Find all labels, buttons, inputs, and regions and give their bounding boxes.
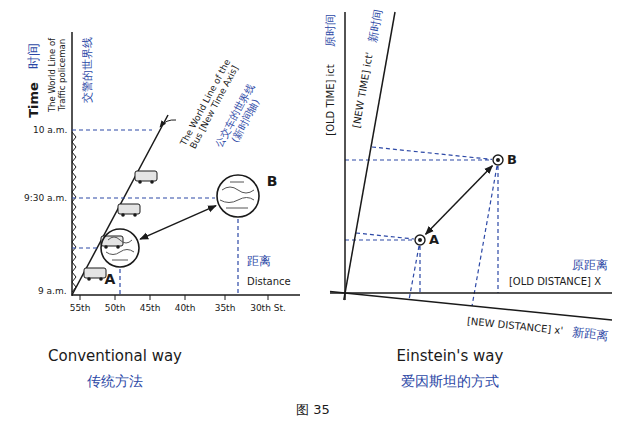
axis-label: 新时间 — [367, 8, 386, 45]
bus-wheel — [116, 245, 120, 249]
time-tick: 9 a.m. — [37, 286, 68, 296]
new-time-axis — [344, 12, 395, 300]
event-letter: B — [267, 174, 278, 189]
bus-wheel — [138, 180, 142, 184]
separation-arrow — [140, 206, 216, 239]
event-dot — [496, 158, 500, 162]
crowd-scribble — [220, 182, 254, 208]
event-ring — [101, 229, 139, 267]
event-outline — [100, 228, 140, 268]
time-axis — [71, 32, 73, 296]
bus-world-line — [72, 115, 168, 295]
street-tick: 40th — [174, 303, 197, 313]
world-line-label: 交警的世界线 — [82, 36, 95, 104]
event-circle: A — [100, 228, 140, 268]
street-tick: 35th — [214, 303, 237, 313]
street-tick: 55th — [69, 303, 92, 313]
distance-label: 距离 — [246, 255, 272, 269]
street-tick: 30th St. — [249, 303, 287, 313]
axis-label: [OLD TIME] ict — [325, 63, 337, 137]
event-letter: B — [507, 153, 517, 167]
old-time-axis — [344, 12, 346, 300]
distance-axis — [72, 294, 300, 296]
street-ticks — [80, 295, 268, 300]
axis-label: 新距离 — [570, 326, 609, 344]
event-dot — [418, 238, 422, 242]
axis-label: 原时间 — [325, 13, 338, 48]
axis-label: [NEW TIME] ict' — [350, 50, 375, 130]
bus-wheel — [104, 245, 108, 249]
event-ring — [493, 155, 503, 165]
panel-heading: 爱因斯坦的方式 — [400, 373, 500, 389]
event-ring — [217, 175, 259, 217]
old-distance-axis — [330, 292, 612, 294]
street-tick: 45th — [139, 303, 162, 313]
world-line-label: The World Line of Traffic policeman — [48, 27, 68, 124]
time-tick: 9:30 a.m. — [23, 193, 68, 203]
panel-heading: 传统方法 — [86, 373, 144, 389]
axis-title: 时间 — [27, 42, 42, 70]
event-circle: A — [414, 234, 426, 246]
event-circle: B — [216, 174, 260, 218]
axis-label: [OLD DISTANCE] X — [508, 276, 602, 288]
crowd-scribble — [106, 237, 134, 260]
bus-wheel — [150, 180, 154, 184]
event-ring — [415, 235, 425, 245]
bus-wheel — [133, 213, 137, 217]
axis-title: Time — [27, 81, 42, 119]
bus-icons — [84, 171, 157, 281]
axis-label: [NEW DISTANCE] x' — [465, 315, 564, 336]
figure-caption: 图 35 — [295, 403, 331, 418]
event-outline — [414, 234, 426, 246]
bus-wheel — [121, 213, 125, 217]
policeman-world-line — [72, 132, 76, 292]
label-pointer — [160, 120, 176, 127]
bus-wheel — [87, 277, 91, 281]
street-tick: 50th — [104, 303, 127, 313]
event-letter: A — [105, 272, 116, 287]
bus-icon — [135, 171, 157, 181]
bus-icon — [84, 268, 106, 278]
panel-heading: Conventional way — [47, 348, 183, 365]
time-tick: 10 a.m. — [32, 125, 68, 135]
panel-heading: Einstein's way — [396, 348, 505, 365]
projection-line — [72, 130, 238, 295]
projection-line — [345, 147, 498, 306]
event-outline — [216, 174, 260, 218]
bus-wheel — [99, 277, 103, 281]
event-circle: B — [492, 154, 504, 166]
axis-label: 原距离 — [571, 259, 609, 273]
projection-line — [345, 233, 420, 300]
event-letter: A — [429, 233, 439, 247]
bus-icon — [118, 204, 140, 214]
distance-label: Distance — [246, 276, 292, 288]
event-outline — [492, 154, 504, 166]
separation-arrow — [426, 166, 493, 235]
